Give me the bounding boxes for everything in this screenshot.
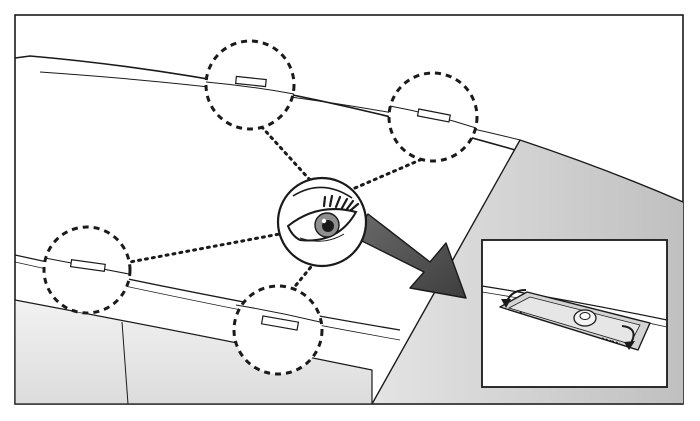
eye-icon: [286, 186, 360, 242]
device-lower-seam: [121, 321, 129, 404]
pointer-arrow: [351, 213, 467, 299]
clip-tab: [416, 108, 451, 123]
clip-tab: [69, 258, 106, 273]
callout-tab-bottom: [232, 284, 324, 376]
eye-callout: [276, 176, 368, 268]
connector-left: [128, 231, 287, 264]
curved-arrow-left-icon: [501, 289, 527, 308]
connector-lines: [128, 123, 422, 292]
callout-tab-top-left: [204, 39, 296, 131]
inset-tab-removal-detail: [481, 239, 668, 388]
callout-tab-left: [42, 225, 132, 315]
clip-tab: [235, 75, 267, 88]
connector-bottom: [290, 260, 317, 292]
connector-top-left: [258, 123, 312, 182]
callout-tab-top-right: [387, 71, 479, 163]
connector-top-right: [353, 158, 422, 190]
clip-tab: [260, 315, 300, 331]
curved-arrow-right-icon: [621, 325, 635, 350]
